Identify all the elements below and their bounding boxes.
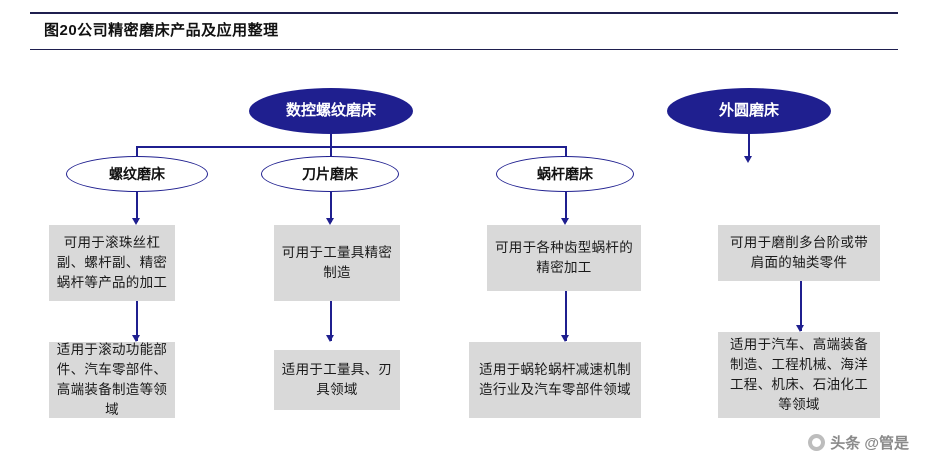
connector-drop-thread [136, 146, 138, 158]
watermark-text: 头条 @管是 [830, 435, 909, 452]
branch-application-thread-grinder: 适用于滚动功能部件、汽车零部件、高端装备制造等领域 [49, 342, 175, 418]
page-title: 图20公司精密磨床产品及应用整理 [44, 22, 279, 39]
branch-use-cylindrical-grinder: 可用于磨削多台阶或带肩面的轴类零件 [718, 225, 880, 281]
arrow-worm-use [561, 218, 569, 225]
branch-head-thread-grinder[interactable]: 螺纹磨床 [66, 156, 208, 192]
arrow-thread-app [132, 335, 140, 342]
arrow-thread-use [132, 218, 140, 225]
arrow-worm-app [561, 335, 569, 342]
connector-cnc-stub [330, 134, 332, 146]
arrow-cyl-app [796, 325, 804, 332]
arrow-drop-cylindrical [744, 156, 752, 163]
connector-thread-use-to-app [136, 301, 138, 341]
watermark-icon [808, 434, 826, 451]
connector-drop-worm [565, 146, 567, 158]
connector-cyl-drop [748, 134, 750, 160]
branch-application-cylindrical-grinder: 适用于汽车、高端装备制造、工程机械、海洋工程、机床、石油化工等领域 [718, 332, 880, 418]
branch-application-blade-grinder: 适用于工量具、刃具领域 [274, 350, 400, 410]
branch-head-blade-grinder[interactable]: 刀片磨床 [261, 156, 399, 192]
branch-application-worm-grinder: 适用于蜗轮蜗杆减速机制造行业及汽车零部件领域 [469, 342, 641, 418]
watermark: 头条 @管是 [808, 432, 909, 453]
branch-use-blade-grinder: 可用于工量具精密制造 [274, 225, 400, 301]
branch-use-thread-grinder: 可用于滚珠丝杠副、螺杆副、精密蜗杆等产品的加工 [49, 225, 175, 301]
connector-cyl-use-to-app [800, 281, 802, 331]
branch-use-worm-grinder: 可用于各种齿型蜗杆的精密加工 [487, 225, 641, 291]
title-rule-bottom [30, 49, 898, 50]
title-rule-top [30, 12, 898, 14]
branch-head-worm-grinder[interactable]: 蜗杆磨床 [496, 156, 634, 192]
connector-worm-head-to-use [565, 192, 567, 222]
connector-thread-head-to-use [136, 192, 138, 222]
connector-drop-blade [330, 146, 332, 158]
connector-cnc-spine [136, 146, 566, 148]
arrow-blade-app [326, 335, 334, 342]
arrow-blade-use [326, 218, 334, 225]
connector-blade-use-to-app [330, 301, 332, 341]
connector-worm-use-to-app [565, 291, 567, 341]
top-node-cnc-thread-grinder[interactable]: 数控螺纹磨床 [249, 88, 413, 134]
top-node-cylindrical-grinder[interactable]: 外圆磨床 [667, 88, 831, 134]
connector-blade-head-to-use [330, 192, 332, 222]
